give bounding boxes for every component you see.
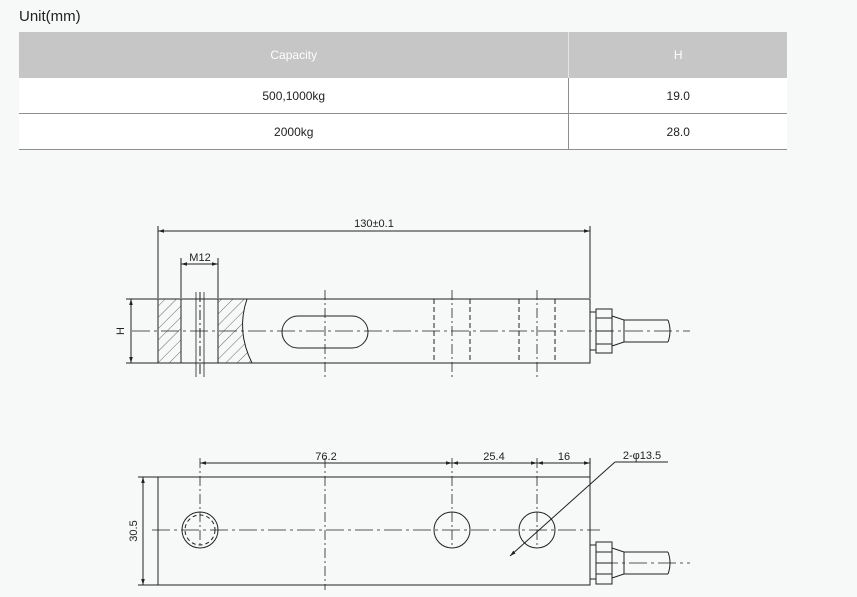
cell-h: 28.0 (568, 113, 787, 150)
cell-capacity: 500,1000kg (19, 78, 569, 114)
dim-text-16: 16 (558, 451, 570, 463)
header-h: H (568, 32, 787, 78)
dim-text-76: 76.2 (315, 451, 336, 463)
width-dim-text: 30.5 (128, 520, 140, 541)
length-dim-text: 130±0.1 (354, 218, 394, 230)
cell-h: 19.0 (568, 78, 787, 114)
unit-label: Unit(mm) (19, 8, 81, 25)
dim-text-25: 25.4 (483, 451, 504, 463)
table-header-row: Capacity H (19, 32, 787, 78)
table-row: 2000kg 28.0 (19, 113, 787, 150)
hole-leader (509, 461, 616, 557)
hole-dim-text: 2-φ13.5 (623, 450, 661, 462)
header-capacity: Capacity (19, 32, 569, 78)
thread-dim-text: M12 (189, 252, 210, 264)
top-view (138, 458, 690, 590)
hole-left (181, 511, 219, 549)
top-body-outline (157, 476, 591, 586)
table-row: 500,1000kg 19.0 (19, 78, 787, 114)
hole-middle (433, 511, 471, 549)
hole-right (518, 511, 556, 549)
cell-capacity: 2000kg (19, 113, 569, 150)
side-view (126, 226, 690, 377)
spec-table: Capacity H 500,1000kg 19.0 2000kg 28.0 (19, 32, 787, 150)
height-dim-text: H (115, 327, 127, 335)
